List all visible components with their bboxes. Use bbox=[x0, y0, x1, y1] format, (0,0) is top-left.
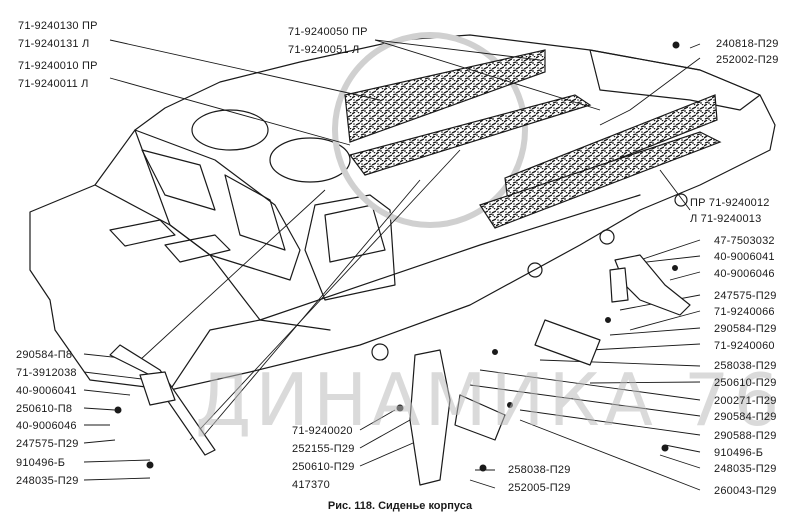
label-part: 200271-П29 bbox=[714, 395, 777, 407]
hull-side-line bbox=[169, 194, 641, 391]
label-part: 250610-П8 bbox=[16, 403, 73, 415]
label-part: 250610-П29 bbox=[292, 461, 355, 473]
roof-hatch-1 bbox=[191, 109, 269, 151]
label-part: 40-9006041 bbox=[714, 251, 775, 263]
bolt-c1 bbox=[492, 349, 498, 355]
seat-bracket-right bbox=[614, 254, 691, 316]
label-part: 252155-П29 bbox=[292, 443, 355, 455]
seat-support-center bbox=[409, 349, 451, 486]
label-part: 290584-П29 bbox=[714, 411, 777, 423]
seat-hinge-left bbox=[139, 371, 176, 406]
wheel-port-3 bbox=[599, 229, 615, 245]
nut-b bbox=[479, 464, 487, 472]
wheel-port-2 bbox=[527, 262, 543, 278]
label-part: 248035-П29 bbox=[16, 475, 79, 487]
bolt-c2 bbox=[507, 402, 513, 408]
roof-hatch-2 bbox=[269, 137, 351, 183]
clip-r bbox=[661, 444, 669, 452]
label-part: 290584-П8 bbox=[16, 349, 73, 361]
label-part: 290584-П29 bbox=[714, 323, 777, 335]
seat-hinge-right bbox=[534, 319, 601, 366]
label-part: 417370 bbox=[292, 479, 330, 491]
rear-compartment bbox=[589, 49, 761, 111]
label-part: 71-9240131 Л bbox=[18, 38, 90, 50]
label-part: 250610-П29 bbox=[714, 377, 777, 389]
label-part: 252002-П29 bbox=[716, 54, 779, 66]
window-right bbox=[224, 174, 286, 251]
label-part: 290588-П29 bbox=[714, 430, 777, 442]
label-part: 910496-Б bbox=[16, 457, 66, 469]
figure-caption: Рис. 118. Сиденье корпуса bbox=[327, 500, 473, 512]
seat-latch-right bbox=[609, 267, 629, 303]
seat-plate-center bbox=[454, 394, 506, 441]
label-part: 910496-Б bbox=[714, 447, 764, 459]
hull-outline bbox=[29, 34, 776, 391]
label-part: 247575-П29 bbox=[714, 290, 777, 302]
label-part: ПР 71-9240012 bbox=[690, 197, 770, 209]
label-part: 71-9240051 Л bbox=[288, 44, 360, 56]
label-part: 71-9240050 ПР bbox=[288, 26, 368, 38]
washer-top bbox=[672, 41, 680, 49]
seat-frame-left bbox=[109, 344, 216, 456]
hood-plate-1 bbox=[109, 219, 176, 247]
label-part: 260043-П29 bbox=[714, 485, 777, 497]
label-part: 40-9006046 bbox=[714, 268, 775, 280]
clip-l bbox=[146, 461, 154, 469]
cabin-front bbox=[134, 129, 301, 281]
seat-back-left bbox=[344, 49, 546, 143]
bolt-r2 bbox=[672, 265, 678, 271]
label-part: 248035-П29 bbox=[714, 463, 777, 475]
bolt-r1 bbox=[605, 317, 611, 323]
wheel-port-4 bbox=[674, 193, 688, 207]
watermark: ДИНАМИКА 76 bbox=[195, 358, 784, 442]
label-part: 47-7503032 bbox=[714, 235, 775, 247]
wheel-port-1 bbox=[371, 343, 389, 361]
label-part: 71-9240011 Л bbox=[18, 78, 89, 90]
label-part: 247575-П29 bbox=[16, 438, 79, 450]
label-part: 258038-П29 bbox=[714, 360, 777, 372]
label-part: 252005-П29 bbox=[508, 482, 571, 494]
window-left bbox=[141, 149, 216, 211]
label-part: 71-9240010 ПР bbox=[18, 60, 98, 72]
seat-cushion-right bbox=[479, 131, 722, 229]
label-part: 71-9240020 bbox=[292, 425, 353, 437]
label-part: 71-9240066 bbox=[714, 306, 775, 318]
label-part: 40-9006046 bbox=[16, 420, 77, 432]
label-part: Л 71-9240013 bbox=[690, 213, 762, 225]
seat-cushion-left bbox=[348, 94, 592, 176]
nut-s bbox=[114, 406, 122, 414]
hood-plate-2 bbox=[164, 234, 231, 263]
label-part: 71-3912038 bbox=[16, 367, 77, 379]
label-part: 240818-П29 bbox=[716, 38, 779, 50]
label-part: 71-9240130 ПР bbox=[18, 20, 98, 32]
side-door bbox=[304, 194, 396, 301]
side-door-window bbox=[324, 204, 386, 263]
label-part: 71-9240060 bbox=[714, 340, 775, 352]
nut-m bbox=[396, 404, 404, 412]
label-part: 258038-П29 bbox=[508, 464, 571, 476]
seat-back-right bbox=[504, 94, 718, 203]
label-part: 40-9006041 bbox=[16, 385, 77, 397]
